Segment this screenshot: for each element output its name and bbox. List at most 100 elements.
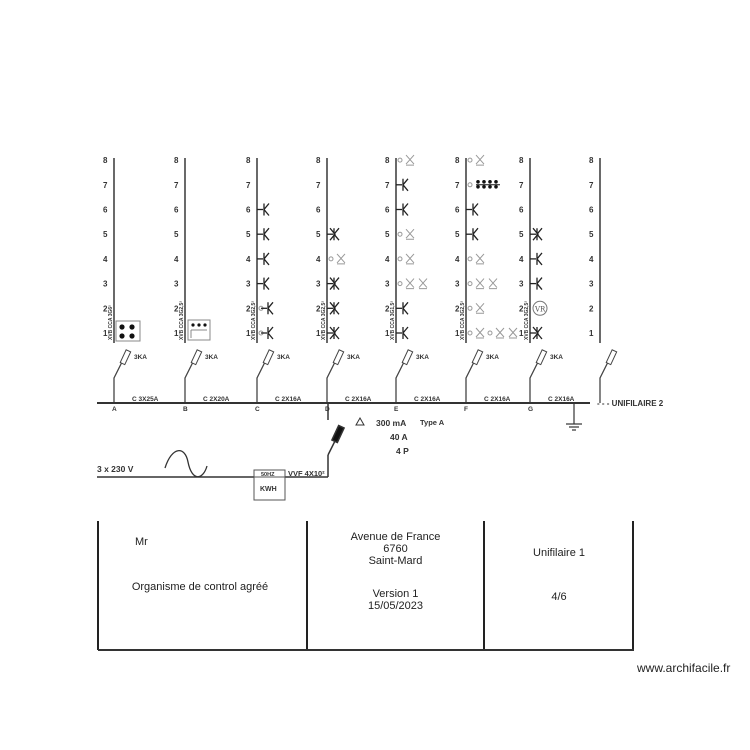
light-chain-icon [467,327,518,339]
differential-breaker [327,403,346,477]
cable-label: XVB CCA 3G2,5² [524,301,530,340]
level-number: 8 [455,156,460,165]
differential-rating: 40 A [390,432,408,442]
sheet-title: Unifilaire 1 [533,547,585,559]
level-number: 5 [455,230,460,239]
heater-icon [467,180,500,189]
level-number: 1 [519,329,524,338]
version-block: Version 1 15/05/2023 [308,588,483,612]
main-cable-label: VVF 4X10² [288,469,325,478]
breaking-capacity: 3KA [205,354,218,361]
level-number: 8 [246,156,251,165]
ac-sine-icon [164,450,208,478]
level-number: 3 [455,280,460,289]
level-number: 2 [519,304,524,313]
oven-icon [187,319,211,341]
level-number: 5 [246,230,251,239]
energy-meter: 50HZ KWH [253,469,286,501]
level-number: 1 [103,329,108,338]
socket-icon [257,252,270,266]
socket-icon [396,203,409,216]
level-number: 8 [385,156,390,165]
light-icon [328,253,346,265]
level-number: 3 [103,280,108,289]
vr-label: VR [534,305,546,313]
socket-icon [396,178,409,192]
level-number: 5 [519,230,524,239]
level-number: 4 [246,255,251,264]
breaker-icon [184,361,194,403]
breaker-icon [326,361,336,403]
level-number: 3 [519,280,524,289]
differential-triangle-icon [355,416,365,426]
light-double-icon [467,278,498,290]
level-number: 7 [246,181,251,190]
level-number: 4 [103,255,108,264]
level-number: 8 [316,156,321,165]
breaker-rating: C 2X16A [484,396,511,403]
breaker-icon [599,361,609,403]
vr-icon: VR [532,300,548,316]
circuit-letter: E [394,406,399,413]
table-border [483,521,485,650]
socket-switch-icon [258,301,274,315]
level-number: 5 [589,230,594,239]
level-number: 4 [589,255,594,264]
level-number: 4 [385,255,390,264]
breaker-handle-icon [262,349,275,366]
date: 15/05/2023 [367,600,424,612]
earth-icon [566,403,582,431]
level-number: 7 [455,181,460,190]
breaker-icon [529,361,539,403]
level-number: 1 [316,329,321,338]
level-number: 2 [385,304,390,313]
double-socket-icon [327,326,340,340]
version: Version 1 [372,588,419,600]
breaking-capacity: 3KA [416,354,429,361]
level-number: 8 [519,156,524,165]
level-number: 8 [174,156,179,165]
level-number: 2 [174,304,179,313]
level-number: 6 [246,206,251,215]
circuit-letter: F [464,406,468,413]
breaker-handle-icon [535,349,548,366]
breaker-handle-icon [605,349,618,366]
level-number: 4 [519,255,524,264]
level-number: 8 [103,156,108,165]
breaking-capacity: 3KA [134,354,147,361]
level-number: 3 [589,280,594,289]
light-icon [397,228,415,240]
breaker-handle-icon [119,349,132,366]
breaker-handle-icon [190,349,203,366]
breaker-icon [113,361,123,403]
level-number: 1 [455,329,460,338]
level-number: 7 [316,181,321,190]
breaker-handle-icon [471,349,484,366]
socket-icon [257,227,270,241]
level-number: 4 [316,255,321,264]
address: Avenue de France 6760 Saint-Mard [308,531,483,567]
cooker-icon [115,320,141,342]
light-double-icon [397,278,428,290]
level-number: 6 [589,206,594,215]
double-socket-icon [327,301,340,315]
address-line: 6760 [383,543,408,555]
light-icon [397,154,415,166]
level-number: 1 [385,329,390,338]
breaker-icon [256,361,266,403]
circuit-letter: A [112,406,117,413]
level-number: 1 [174,329,179,338]
level-number: 3 [246,280,251,289]
breaking-capacity: 3KA [347,354,360,361]
double-socket-icon [327,277,340,291]
socket-icon [257,203,270,216]
level-number: 4 [174,255,179,264]
circuit-letter: B [183,406,188,413]
level-number: 2 [316,304,321,313]
